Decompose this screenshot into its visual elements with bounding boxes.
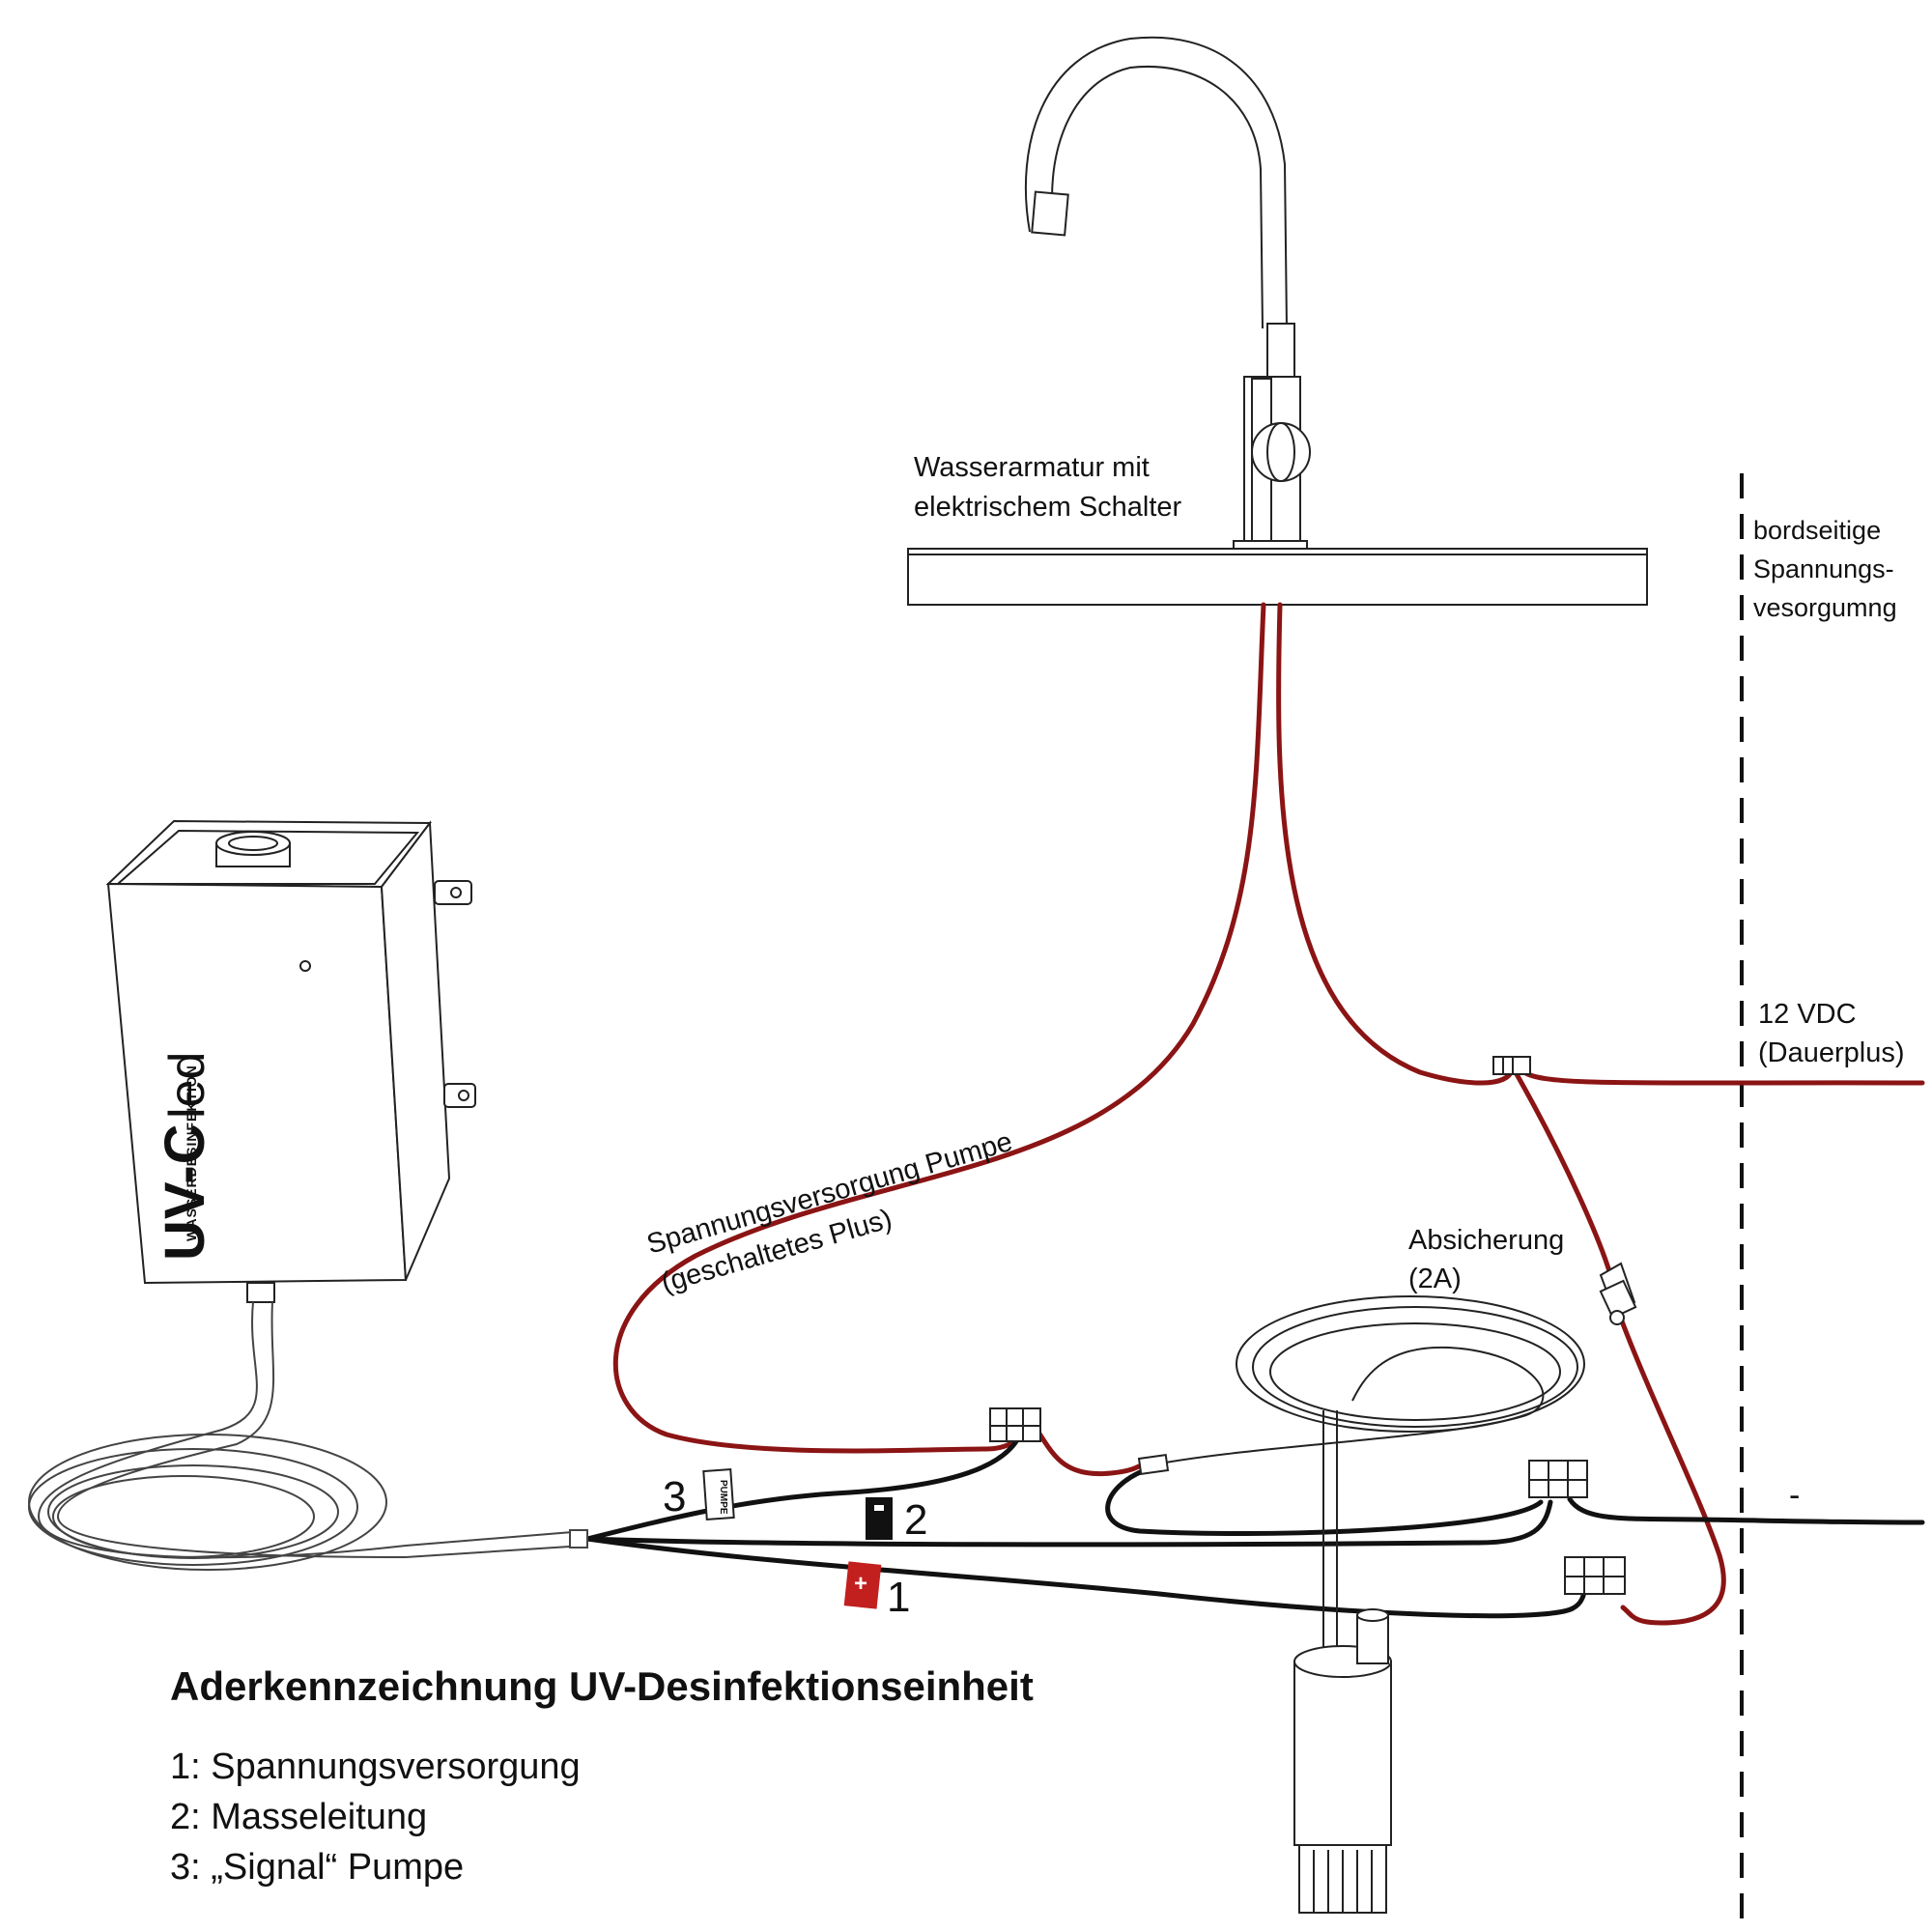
legend-item-1: 1: Spannungsversorgung [170,1747,581,1787]
vdc-label-line1: 12 VDC [1758,999,1857,1030]
connector-ground [1528,1460,1588,1498]
legend-title: Aderkennzeichnung UV-Desinfektionseinhei… [170,1663,1034,1709]
wire2-number: 2 [904,1496,928,1544]
connector-plus [1564,1556,1626,1595]
supply-label-line3: vesorgumng [1753,593,1897,622]
fuse-label-line2: (2A) [1408,1264,1462,1294]
black-wires [584,1427,1925,1619]
connector-top [1492,1056,1531,1075]
supply-label-line1: bordseitige [1753,516,1882,545]
wire3-tag [702,1468,735,1520]
legend-item-2: 2: Masseleitung [170,1797,428,1837]
device-cable [28,1301,588,1571]
wire1-number: 1 [887,1574,911,1621]
wire2-tag [866,1497,893,1540]
faucet-label-line2: elektrischem Schalter [914,492,1182,523]
vdc-label-line2: (Dauerplus) [1758,1037,1905,1068]
legend-item-3: 3: „Signal“ Pumpe [170,1847,465,1888]
red-wires [612,602,1925,1626]
connector-pump [989,1407,1041,1442]
faucet [907,36,1648,606]
wire1-tag [843,1561,882,1609]
wire3-tag-text: PUMPE [718,1480,728,1515]
uvc-device-box [105,819,476,1303]
device-brand-sub: WASSERDESINFEKTION [184,1065,199,1241]
faucet-label-line1: Wasserarmatur mit [914,452,1150,483]
wire3-number: 3 [663,1473,687,1520]
fuse-holder [1599,1262,1637,1325]
wire1-tag-text: + [854,1571,868,1597]
supply-label-line2: Spannungs- [1753,554,1894,583]
minus-label: - [1789,1477,1801,1514]
pump [1137,1295,1585,1914]
fuse-label-line1: Absicherung [1408,1225,1565,1256]
